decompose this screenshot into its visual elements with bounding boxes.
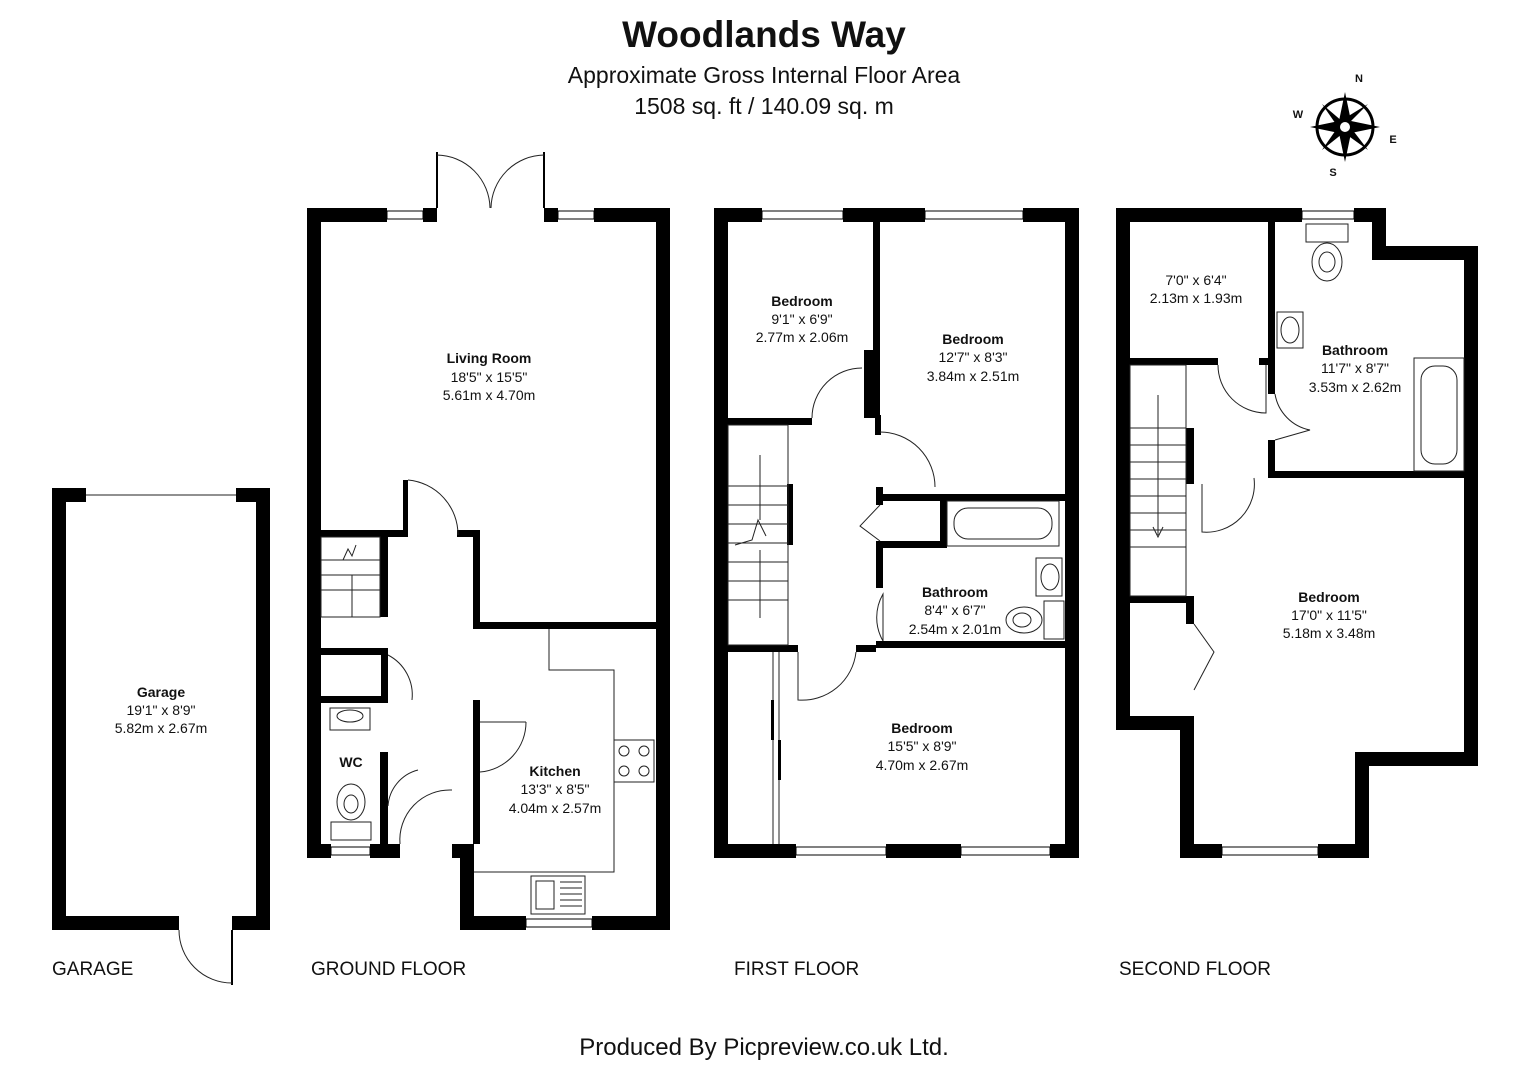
svg-text:Bedroom: Bedroom [891,720,952,736]
svg-text:18'5" x 15'5": 18'5" x 15'5" [451,369,528,385]
room-label-second-bedroom: Bedroom 17'0" x 11'5" 5.18m x 3.48m [1283,589,1376,641]
svg-text:Living Room: Living Room [447,350,532,366]
svg-text:7'0" x 6'4": 7'0" x 6'4" [1165,272,1226,288]
ground-floor-plan [307,152,670,930]
svg-text:15'5" x 8'9": 15'5" x 8'9" [888,738,957,754]
svg-text:3.84m x 2.51m: 3.84m x 2.51m [927,368,1020,384]
svg-text:5.61m x 4.70m: 5.61m x 4.70m [443,387,536,403]
svg-text:Bedroom: Bedroom [942,331,1003,347]
compass-rose-icon: N E S W [1293,73,1397,179]
compass-south-label: S [1329,167,1336,179]
svg-text:Garage: Garage [137,684,185,700]
compass-east-label: E [1389,134,1396,146]
floor-label-garage: GARAGE [52,959,133,980]
wardrobe-icon [771,652,781,844]
room-label-first-bathroom: Bathroom 8'4" x 6'7" 2.54m x 2.01m [909,584,1002,637]
svg-text:11'7" x 8'7": 11'7" x 8'7" [1321,360,1389,376]
toilet-icon [330,783,372,841]
stairs-icon [727,424,789,646]
garage-door-icon [178,929,233,985]
kitchen-counter-icon [474,629,615,873]
basin-icon [1276,311,1304,349]
svg-text:Kitchen: Kitchen [529,763,580,779]
room-label-first-bedroom-rear: Bedroom 12'7" x 8'3" 3.84m x 2.51m [927,331,1020,384]
floor-area-caption: Approximate Gross Internal Floor Area [567,62,961,88]
room-label-second-bathroom: Bathroom 11'7" x 8'7" 3.53m x 2.62m [1309,342,1402,395]
svg-text:4.04m x 2.57m: 4.04m x 2.57m [509,800,602,816]
first-floor-plan [714,208,1079,858]
compass-north-label: N [1355,73,1363,85]
second-floor-plan [1116,208,1478,858]
floor-area-value: 1508 sq. ft / 140.09 sq. m [634,93,894,119]
svg-text:8'4" x 6'7": 8'4" x 6'7" [924,602,985,618]
wc-basin-icon [329,707,371,731]
plan-title: Woodlands Way [622,14,906,55]
kitchen-sink-icon [530,875,586,915]
compass-west-label: W [1293,109,1304,121]
room-label-second-store: 7'0" x 6'4" 2.13m x 1.93m [1150,272,1243,306]
svg-text:9'1" x 6'9": 9'1" x 6'9" [771,311,832,327]
svg-text:12'7" x 8'3": 12'7" x 8'3" [939,349,1008,365]
room-label-living-room: Living Room 18'5" x 15'5" 5.61m x 4.70m [443,350,536,403]
svg-text:5.82m x 2.67m: 5.82m x 2.67m [115,720,208,736]
patio-doors-icon [436,152,545,209]
room-label-wc: WC [339,754,362,770]
toilet-icon [1305,223,1349,282]
room-label-first-bedroom-small: Bedroom 9'1" x 6'9" 2.77m x 2.06m [756,293,849,345]
garage-plan [52,488,270,985]
room-label-first-bedroom-front: Bedroom 15'5" x 8'9" 4.70m x 2.67m [876,720,969,773]
svg-text:Bedroom: Bedroom [771,293,832,309]
room-label-garage: Garage 19'1" x 8'9" 5.82m x 2.67m [115,684,208,736]
svg-text:19'1" x 8'9": 19'1" x 8'9" [127,702,196,718]
room-label-kitchen: Kitchen 13'3" x 8'5" 4.04m x 2.57m [509,763,602,816]
hob-icon [613,739,655,783]
toilet-icon [1005,600,1065,640]
floor-label-ground: GROUND FLOOR [311,959,466,980]
stairs-icon [320,536,381,618]
basin-icon [1035,557,1063,597]
svg-text:2.13m x 1.93m: 2.13m x 1.93m [1150,290,1243,306]
svg-text:3.53m x 2.62m: 3.53m x 2.62m [1309,379,1402,395]
svg-text:Bathroom: Bathroom [922,584,988,600]
floor-label-second: SECOND FLOOR [1119,959,1271,980]
stairs-icon [1129,364,1187,597]
producer-credit: Produced By Picpreview.co.uk Ltd. [579,1034,949,1061]
svg-text:5.18m x 3.48m: 5.18m x 3.48m [1283,625,1376,641]
floor-label-first: FIRST FLOOR [734,959,859,980]
svg-text:2.77m x 2.06m: 2.77m x 2.06m [756,329,849,345]
svg-text:Bathroom: Bathroom [1322,342,1388,358]
bathtub-icon [946,500,1060,547]
svg-text:13'3" x 8'5": 13'3" x 8'5" [521,781,590,797]
svg-text:2.54m x 2.01m: 2.54m x 2.01m [909,621,1002,637]
svg-text:4.70m x 2.67m: 4.70m x 2.67m [876,757,969,773]
bathtub-icon [1413,357,1465,472]
svg-text:WC: WC [339,754,362,770]
svg-text:17'0" x 11'5": 17'0" x 11'5" [1291,607,1367,623]
svg-text:Bedroom: Bedroom [1298,589,1359,605]
